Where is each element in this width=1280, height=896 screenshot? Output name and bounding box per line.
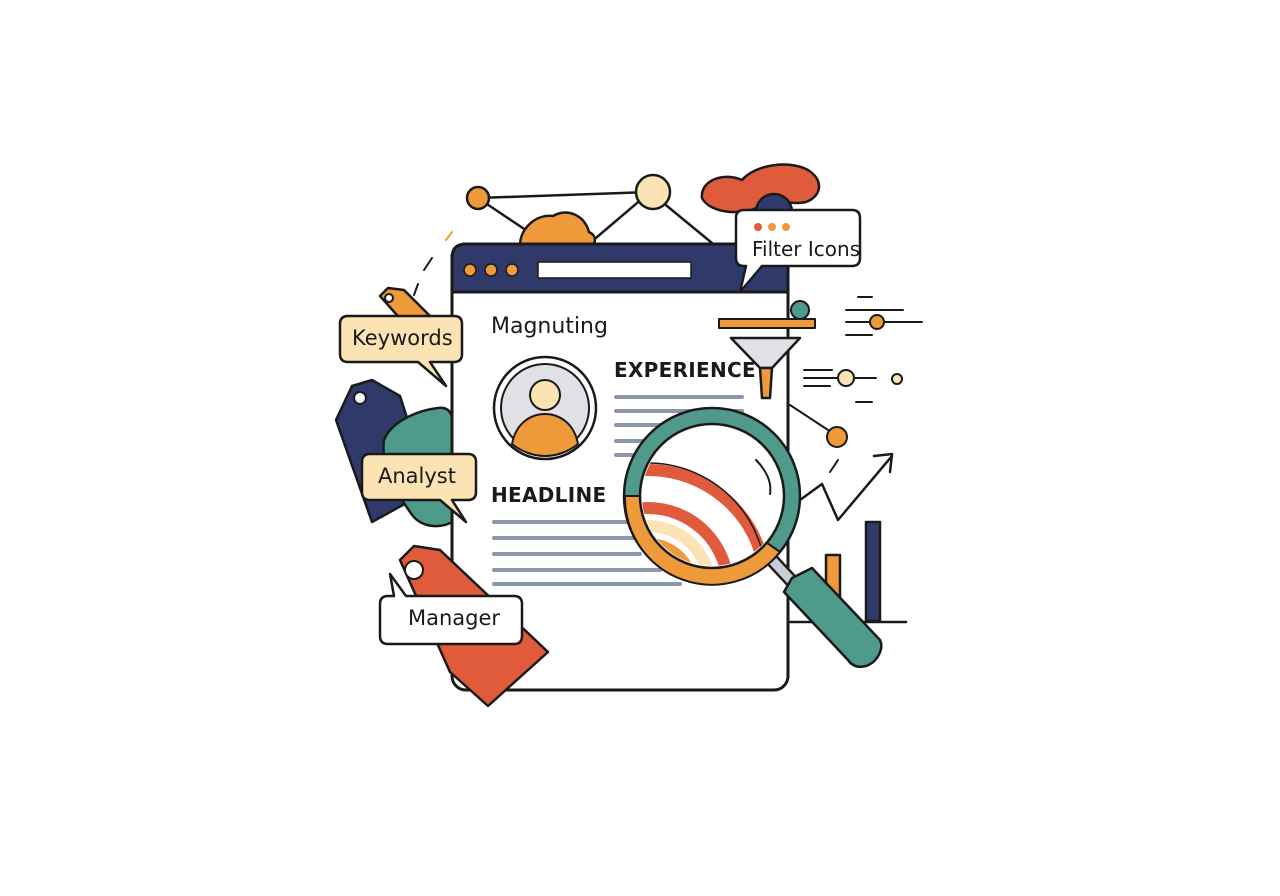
network-nodes-icon xyxy=(465,173,714,245)
headline-heading: HEADLINE xyxy=(491,483,607,507)
window-dot xyxy=(484,263,498,277)
filter-icons-label: Filter Icons xyxy=(752,237,861,261)
user-avatar-icon xyxy=(492,355,598,461)
experience-heading: EXPERIENCE xyxy=(614,358,756,382)
funnel-icon xyxy=(718,300,816,400)
navy-half-dot xyxy=(754,192,794,214)
manager-label: Manager xyxy=(408,606,501,630)
headline-text-lines xyxy=(492,520,682,586)
slider-lines-icon xyxy=(789,296,923,473)
magnifying-glass-icon xyxy=(622,406,883,668)
manager-bubble xyxy=(378,572,524,646)
keywords-label: Keywords xyxy=(352,326,453,350)
bubble-dot xyxy=(768,223,776,231)
trend-arrow-icon xyxy=(798,452,894,522)
bubble-dot xyxy=(754,223,762,231)
spark-lines xyxy=(413,231,453,296)
window-dot xyxy=(463,263,477,277)
address-bar xyxy=(537,261,692,279)
analyst-bubble xyxy=(360,452,478,524)
keywords-bubble xyxy=(338,314,464,388)
orange-tag-hole xyxy=(384,293,394,303)
window-dot xyxy=(505,263,519,277)
filter-icons-bubble xyxy=(734,208,862,294)
analyst-label: Analyst xyxy=(378,464,456,488)
profile-name: Magnuting xyxy=(491,314,608,339)
navy-tag-hole xyxy=(353,391,367,405)
bubble-dot xyxy=(782,223,790,231)
